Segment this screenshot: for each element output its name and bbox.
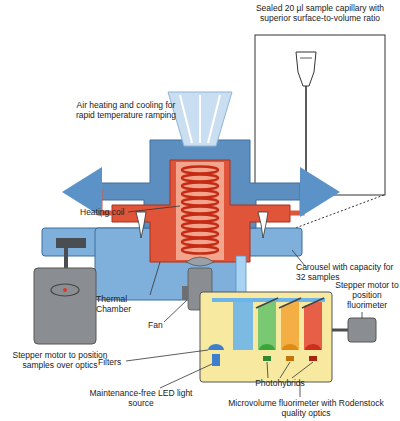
capillary-inset: [243, 35, 385, 233]
callout-label: Fan: [148, 320, 168, 330]
callout-label: Stepper motor to position fluorimeter: [334, 280, 400, 310]
callout-label: Air heating and cooling for rapid temper…: [68, 100, 184, 120]
callout-label: Thermal Chamber: [96, 294, 154, 314]
sample-capillaries: [136, 212, 268, 238]
callout-label: Photohybrids: [240, 378, 320, 388]
stepper-motor: [332, 318, 376, 342]
callout-label: Filters: [98, 357, 128, 367]
fluorimeter: [200, 292, 332, 382]
callout-label: Carousel with capacity for 32 samples: [296, 262, 400, 282]
heating-coil: [182, 167, 218, 254]
light-path: [236, 256, 246, 294]
callout-label: Sealed 20 µl sample capillary with super…: [250, 3, 390, 23]
callout-label: Maintenance-free LED light source: [86, 388, 196, 408]
callout-label: Microvolume fluorimeter with Rodenstock …: [216, 398, 396, 418]
leader-lines: [126, 206, 362, 397]
callout-label: Heating coil: [80, 207, 130, 217]
stepper-motor: [34, 238, 96, 344]
